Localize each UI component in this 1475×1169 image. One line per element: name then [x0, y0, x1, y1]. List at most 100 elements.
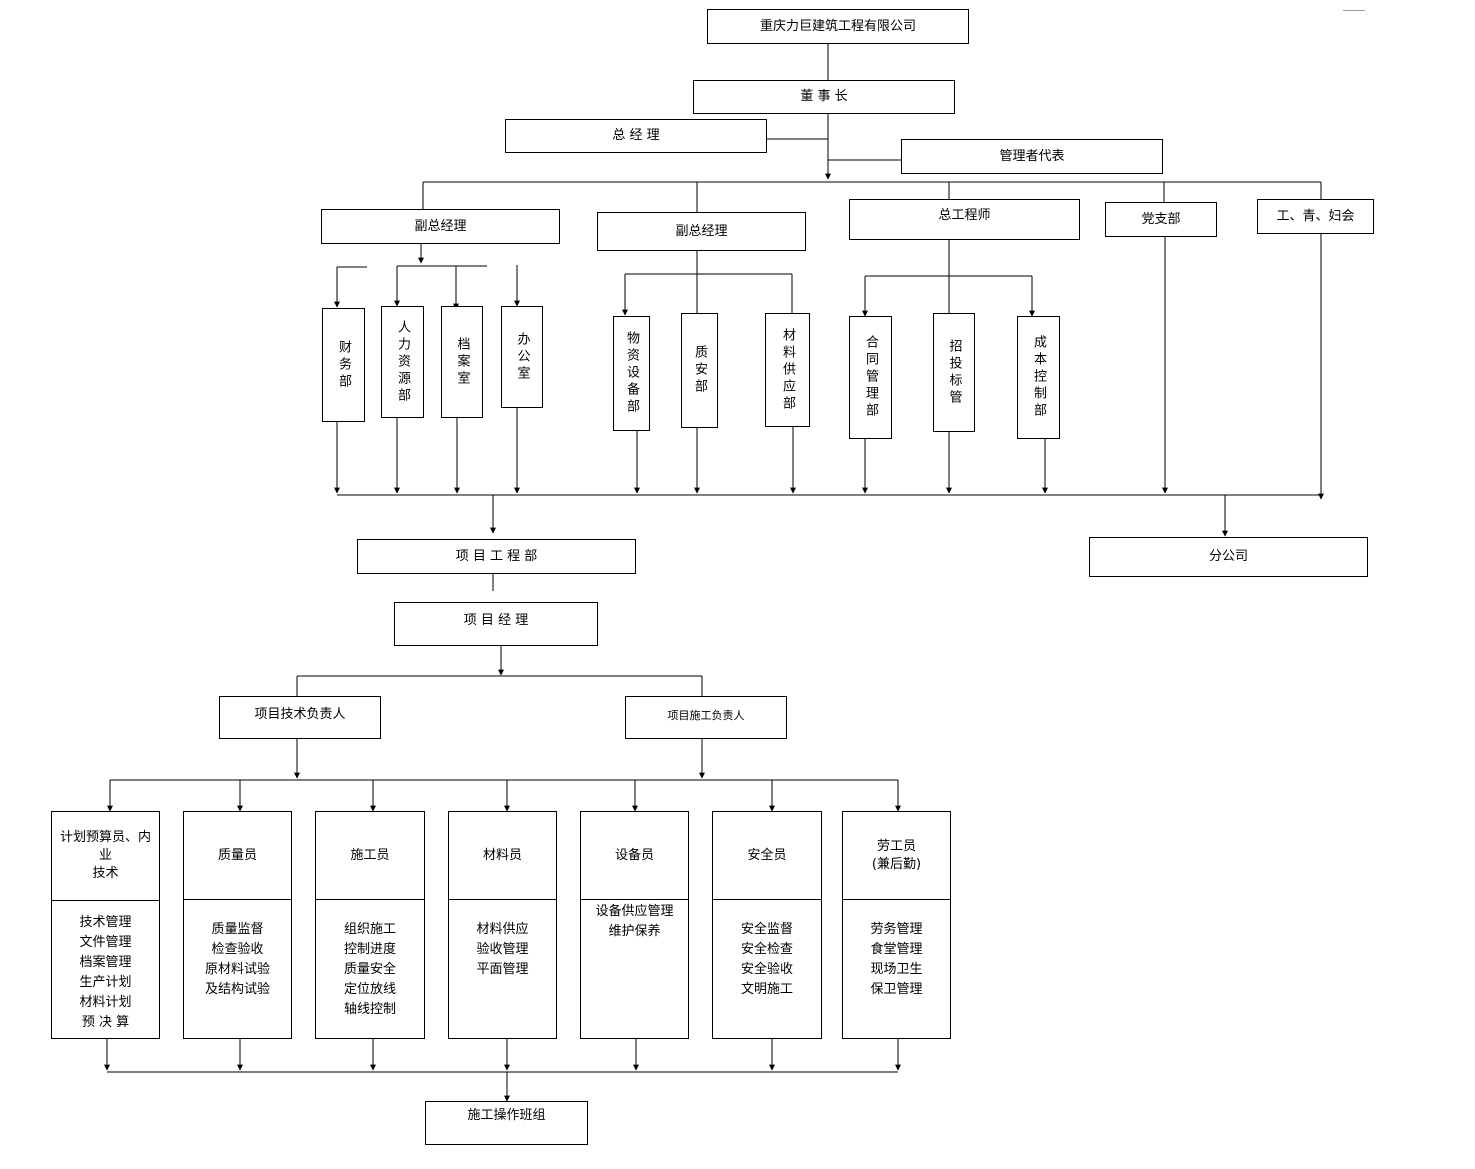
- duty-item: 技术管理: [79, 915, 132, 930]
- duty-item: 平面管理: [476, 962, 529, 977]
- vice-gm-1-label: 副总经理: [414, 218, 467, 234]
- project-dept-label: 项 目 工 程 部: [455, 548, 538, 564]
- dept-hr: 人力资源部: [381, 306, 424, 418]
- duty-item: 档案管理: [79, 955, 132, 970]
- duty-item: 定位放线: [343, 982, 396, 997]
- duty-item: 文件管理: [79, 935, 132, 950]
- project-manager-label: 项 目 经 理: [463, 613, 529, 628]
- dept-contract-label: 合同管理部: [863, 335, 878, 420]
- company-box: 重庆力巨建筑工程有限公司: [707, 9, 969, 44]
- dept-materials-equipment: 物资设备部: [613, 316, 650, 431]
- duty-item: 设备供应管理: [595, 904, 674, 919]
- role-labor-officer: 劳工员 (兼后勤) 劳务管理 食堂管理 现场卫生 保卫管理: [842, 811, 951, 1039]
- duty-item: 验收管理: [476, 942, 529, 957]
- duty-item: 质量安全: [343, 962, 396, 977]
- top-right-mark: [1343, 10, 1365, 11]
- duty-item: 材料供应: [476, 922, 529, 937]
- role-duties: 质量监督 检查验收 原材料试验 及结构试验: [184, 900, 291, 1038]
- role-equipment-clerk: 设备员 设备供应管理 维护保养: [580, 811, 689, 1039]
- duty-item: 保卫管理: [870, 982, 923, 997]
- dept-bidding-label: 招投标管: [946, 338, 962, 407]
- role-title: 设备员: [581, 812, 688, 900]
- dept-archives-label: 档案室: [454, 336, 470, 388]
- general-manager-label: 总 经 理: [612, 128, 660, 143]
- construction-lead-label: 项目施工负责人: [667, 709, 745, 722]
- work-team-label: 施工操作班组: [467, 1108, 546, 1123]
- tech-lead-label: 项目技术负责人: [254, 707, 346, 722]
- role-duties: 组织施工 控制进度 质量安全 定位放线 轴线控制: [316, 900, 424, 1038]
- company-label: 重庆力巨建筑工程有限公司: [759, 18, 916, 34]
- vice-gm-1-box: 副总经理: [321, 209, 560, 244]
- dept-material-supply-label: 材料供应部: [780, 327, 795, 413]
- dept-office: 办公室: [501, 306, 543, 408]
- role-duties: 设备供应管理 维护保养: [581, 900, 688, 1038]
- project-manager-box: 项 目 经 理: [394, 602, 598, 646]
- duty-item: 预 决 算: [81, 1015, 130, 1030]
- duty-item: 原材料试验: [204, 962, 270, 977]
- duty-item: 材料计划: [79, 995, 132, 1010]
- dept-material-supply: 材料供应部: [765, 313, 810, 427]
- role-title: 安全员: [713, 812, 821, 900]
- duty-item: 及结构试验: [204, 982, 270, 997]
- dept-archives: 档案室: [441, 306, 483, 418]
- dept-finance: 财务部: [322, 308, 365, 422]
- role-quality-inspector: 质量员 质量监督 检查验收 原材料试验 及结构试验: [183, 811, 292, 1039]
- project-dept-box: 项 目 工 程 部: [357, 539, 636, 574]
- management-rep-label: 管理者代表: [999, 148, 1065, 164]
- chairman-box: 董 事 长: [693, 80, 955, 114]
- role-safety-officer: 安全员 安全监督 安全检查 安全验收 文明施工: [712, 811, 822, 1039]
- role-planner-budget: 计划预算员、内业 技术 技术管理 文件管理 档案管理 生产计划 材料计划 预 决…: [51, 811, 160, 1039]
- branch-company-box: 分公司: [1089, 537, 1368, 577]
- duty-item: 组织施工: [343, 922, 396, 937]
- duty-item: 维护保养: [608, 924, 661, 939]
- role-duties: 劳务管理 食堂管理 现场卫生 保卫管理: [843, 900, 950, 1038]
- dept-quality-safety: 质安部: [681, 313, 718, 428]
- duty-item: 检查验收: [211, 942, 264, 957]
- union-box: 工、青、妇会: [1257, 199, 1374, 234]
- dept-office-label: 办公室: [514, 331, 530, 383]
- dept-quality-safety-label: 质安部: [692, 345, 707, 396]
- duty-item: 质量监督: [211, 922, 264, 937]
- dept-cost-control-label: 成本控制部: [1031, 335, 1046, 420]
- party-branch-box: 党支部: [1105, 202, 1217, 237]
- role-construction-worker: 施工员 组织施工 控制进度 质量安全 定位放线 轴线控制: [315, 811, 425, 1039]
- role-title: 质量员: [184, 812, 291, 900]
- role-title: 劳工员 (兼后勤): [843, 812, 950, 900]
- dept-bidding: 招投标管: [933, 313, 975, 432]
- party-branch-label: 党支部: [1141, 211, 1181, 227]
- duty-item: 安全验收: [740, 962, 793, 977]
- role-duties: 安全监督 安全检查 安全验收 文明施工: [713, 900, 821, 1038]
- duty-item: 轴线控制: [343, 1002, 396, 1017]
- work-team-box: 施工操作班组: [425, 1101, 588, 1145]
- role-title: 施工员: [316, 812, 424, 900]
- duty-item: 控制进度: [343, 942, 396, 957]
- duty-item: 安全检查: [740, 942, 793, 957]
- branch-company-label: 分公司: [1208, 549, 1248, 564]
- dept-cost-control: 成本控制部: [1017, 316, 1060, 439]
- dept-contract: 合同管理部: [849, 316, 892, 439]
- chairman-label: 董 事 长: [800, 89, 848, 104]
- vice-gm-2-label: 副总经理: [675, 223, 728, 239]
- role-material-clerk: 材料员 材料供应 验收管理 平面管理: [448, 811, 557, 1039]
- tech-lead-box: 项目技术负责人: [219, 696, 381, 739]
- union-label: 工、青、妇会: [1276, 208, 1355, 224]
- role-duties: 材料供应 验收管理 平面管理: [449, 900, 556, 1038]
- dept-finance-label: 财务部: [336, 339, 351, 391]
- vice-gm-2-box: 副总经理: [597, 212, 806, 251]
- duty-item: 食堂管理: [870, 942, 923, 957]
- dept-hr-label: 人力资源部: [395, 319, 410, 405]
- chief-engineer-box: 总工程师: [849, 199, 1080, 240]
- role-title: 计划预算员、内业 技术: [52, 812, 159, 901]
- duty-item: 现场卫生: [870, 962, 923, 977]
- general-manager-box: 总 经 理: [505, 119, 767, 153]
- role-title: 材料员: [449, 812, 556, 900]
- duty-item: 劳务管理: [870, 922, 923, 937]
- role-duties: 技术管理 文件管理 档案管理 生产计划 材料计划 预 决 算: [52, 901, 159, 1038]
- management-rep-box: 管理者代表: [901, 139, 1163, 174]
- duty-item: 安全监督: [740, 922, 793, 937]
- chief-engineer-label: 总工程师: [938, 208, 991, 223]
- construction-lead-box: 项目施工负责人: [625, 696, 787, 739]
- dept-materials-equipment-label: 物资设备部: [624, 331, 639, 416]
- duty-item: 生产计划: [79, 975, 132, 990]
